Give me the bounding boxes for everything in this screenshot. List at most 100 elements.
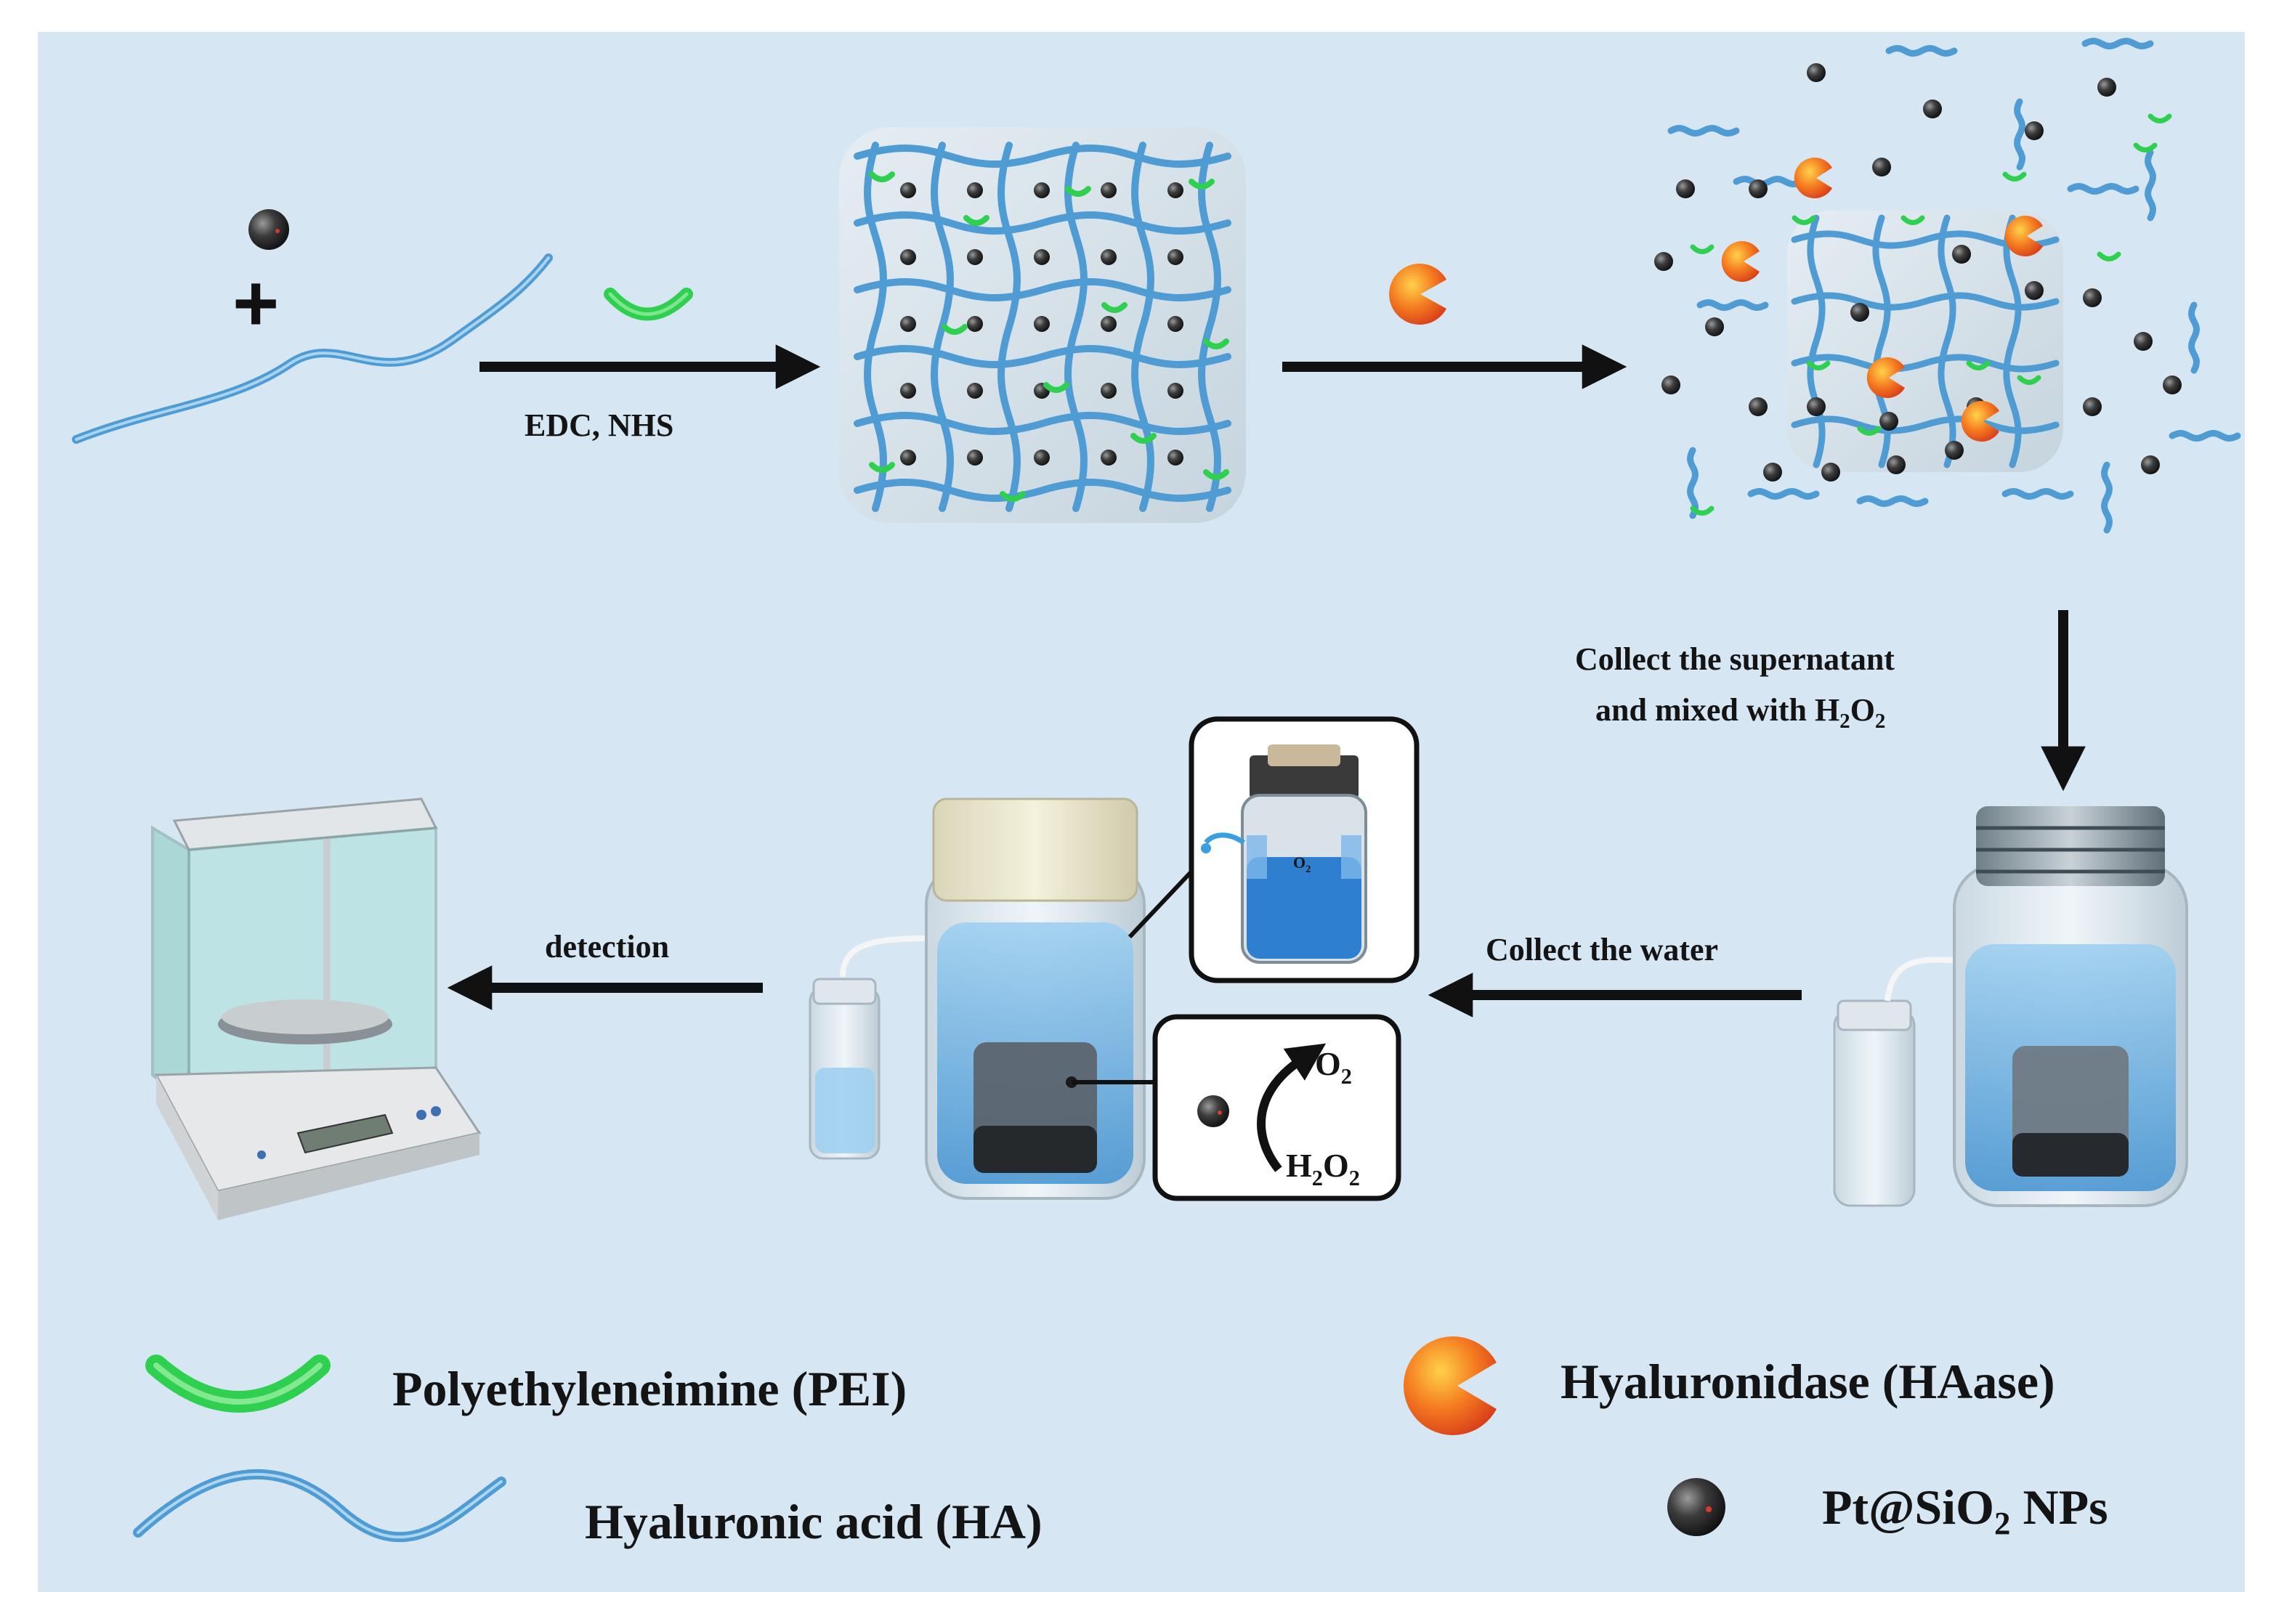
ha-strand [2001, 488, 2074, 500]
nanoparticle-icon [1749, 179, 1768, 198]
nanoparticle-icon [1034, 249, 1050, 265]
ha-strand [854, 211, 1231, 235]
nanoparticle-icon [2097, 78, 2116, 97]
pei-mark [2017, 375, 2041, 385]
pei-mark [1690, 244, 1715, 254]
inset-catalysis: O2 H2O2 [1072, 1014, 1401, 1201]
inset-oxygen-chamber: O2 [1128, 716, 1420, 983]
nanoparticle-icon [900, 383, 916, 399]
nanoparticle-icon [1167, 383, 1183, 399]
nanoparticle-icon [2163, 375, 2182, 394]
ha-strand [1687, 447, 1699, 519]
nanoparticle-icon [1034, 316, 1050, 332]
nanoparticle-icon [2083, 288, 2102, 307]
degraded-hydrogel [1654, 38, 2241, 534]
pei-mark [1690, 506, 1715, 516]
nanoparticle-icon [1101, 316, 1117, 332]
ha-strand [1885, 45, 1958, 57]
ha-strand [1198, 142, 1221, 512]
collect-water-label: Collect the water [1486, 932, 1718, 967]
nanoparticle-icon [1167, 249, 1183, 265]
ha-strand [854, 479, 1231, 502]
pei-mark [1130, 433, 1157, 444]
nanoparticle-icon [2083, 397, 2102, 416]
nanoparticle-icon [1887, 455, 1906, 474]
pei-mark [942, 324, 968, 335]
legend-haase-icon [1404, 1336, 1497, 1435]
pei-mark [1065, 186, 1091, 197]
ha-strand [1131, 142, 1154, 512]
nanoparticle-icon [1101, 383, 1117, 399]
nanoparticle-icon [1101, 182, 1117, 198]
ha-strand [2169, 430, 2241, 442]
pei-mark [2097, 251, 2121, 261]
nanoparticle-icon [1749, 397, 1768, 416]
haase-icon [1794, 158, 1832, 198]
nanoparticle-icon [1923, 100, 1942, 118]
nanoparticle-icon [1167, 182, 1183, 198]
nanoparticle-icon [967, 450, 983, 466]
nanoparticle-icon [1167, 450, 1183, 466]
nanoparticle-icon [967, 182, 983, 198]
nanoparticle-icon [1872, 158, 1891, 176]
ha-strand [854, 345, 1231, 368]
legend-ha-label: Hyaluronic acid (HA) [585, 1494, 1043, 1549]
legend-ha-icon [133, 1469, 506, 1543]
haase-icon [2004, 216, 2043, 256]
ha-strand [1733, 176, 1805, 187]
nanoparticle-icon [967, 316, 983, 332]
reactant-h2o2-label: H2O2 [1286, 1147, 1360, 1190]
pei-mark [1857, 426, 1882, 436]
nanoparticle-icon [1661, 375, 1680, 394]
nanoparticle-icon [1101, 249, 1117, 265]
pei-mark [1900, 215, 1925, 225]
pei-mark [1000, 491, 1026, 502]
haase-icon [1389, 264, 1446, 325]
haase-icon [1721, 241, 1760, 282]
ha-strand [864, 142, 887, 512]
nanoparticle-icon [967, 249, 983, 265]
nanoparticle-icon [900, 249, 916, 265]
plus-icon: + [232, 259, 279, 348]
reaction-jar-middle [809, 797, 1146, 1200]
collect-supernatant-line1: Collect the supernatant [1575, 641, 1895, 677]
ha-strand [1667, 125, 1740, 137]
catalysis-arrow [1257, 1043, 1327, 1172]
nanoparticle-icon [2141, 455, 2160, 474]
pei-mark [869, 462, 895, 473]
nanoparticle-icon [1676, 179, 1695, 198]
pei-mark [2147, 113, 2172, 123]
pei-mark [1101, 302, 1128, 313]
ha-strand [1856, 495, 1929, 507]
ha-strand [2188, 301, 2200, 374]
ha-strand [2014, 98, 2025, 171]
nanoparticle-icon [1654, 252, 1673, 271]
nanoparticle-icon [967, 383, 983, 399]
detection-label: detection [545, 929, 669, 965]
legend-nanoparticle-label: Pt@SiO2 NPs [1822, 1479, 2108, 1541]
nanoparticle-icon [2025, 121, 2044, 140]
ha-strand [2003, 214, 2022, 468]
ha-strand [2081, 38, 2154, 49]
ha-strand [2101, 461, 2113, 534]
nanoparticle-icon [2134, 332, 2153, 351]
nanoparticle-icon [900, 316, 916, 332]
pei-mark [1966, 360, 1991, 370]
ha-strand [1064, 142, 1088, 512]
pei-mark [1792, 215, 1816, 225]
pei-mark [869, 171, 895, 182]
legend-pei-icon [145, 1355, 331, 1413]
pei-mark [2133, 142, 2158, 153]
nanoparticle-icon [1821, 463, 1840, 482]
nanoparticle-icon [900, 182, 916, 198]
hydrogel-network [839, 127, 1246, 523]
crosslink-label: EDC, NHS [525, 407, 673, 443]
ha-strand [1747, 488, 1820, 500]
nanoparticle-icon [1850, 303, 1869, 322]
legend-haase-label: Hyaluronidase (HAase) [1560, 1354, 2055, 1409]
legend-pei-label: Polyethyleneimine (PEI) [392, 1361, 907, 1416]
nanoparticle-icon [1807, 397, 1826, 416]
ha-strand [854, 412, 1231, 435]
nanoparticle-icon [1807, 63, 1826, 82]
catalyst-nanoparticle-icon [1197, 1095, 1229, 1127]
